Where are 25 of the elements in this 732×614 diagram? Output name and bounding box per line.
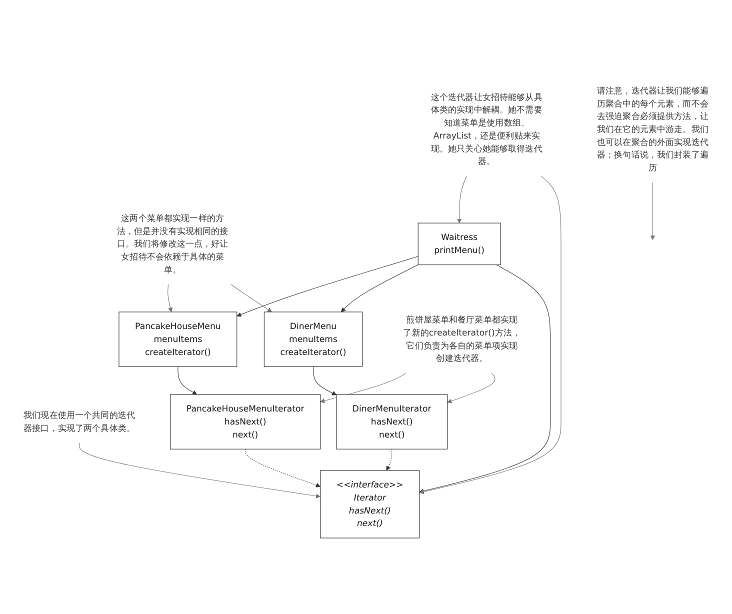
arrow bbox=[340, 264, 418, 312]
arrow bbox=[419, 264, 551, 494]
node-box bbox=[264, 312, 363, 367]
arrow bbox=[386, 448, 392, 471]
arrow bbox=[447, 372, 496, 404]
node-text: 煎饼屋菜单和餐厅菜单都实现了新的createIterator()方法，它们负责为各自的菜单项实现创建迭代器。 bbox=[403, 314, 521, 364]
arrow bbox=[230, 284, 272, 312]
node-box bbox=[320, 470, 420, 538]
node-box bbox=[170, 394, 321, 450]
node-text: 这个迭代器让女招待能够从具体类的实现中解耦。她不需要知道菜单是使用数组、ArrayList，还是便利贴来实现。她只关心她能够取得迭代器。 bbox=[430, 92, 542, 166]
node-text: 我们现在使用一个共同的迭代器接口，实现了两个具体类。 bbox=[24, 410, 135, 433]
node-text: 这两个菜单都实现一样的方法，但是并没有实现相同的接口。我们将修改这一点，好让女招待不会依赖于具体的菜单。 bbox=[116, 212, 228, 274]
arrow bbox=[312, 366, 337, 396]
node-text: 请注意，迭代器让我们能够遍历聚合中的每个元素，而不会去强迫聚合必须提供方法，让我们在它的元素中游走。我们也可以在聚合的外面实现迭代器；换句话说，我们封装了遍历 bbox=[597, 85, 708, 173]
arrow bbox=[168, 284, 173, 312]
arrow bbox=[79, 442, 321, 498]
arrow bbox=[419, 176, 562, 494]
node-box bbox=[336, 394, 448, 450]
arrow bbox=[650, 182, 656, 240]
arrow bbox=[245, 448, 321, 488]
arrow bbox=[178, 366, 198, 395]
node-box bbox=[418, 222, 501, 265]
arrow bbox=[457, 176, 467, 224]
arrow bbox=[236, 256, 418, 317]
node-box bbox=[118, 312, 238, 367]
